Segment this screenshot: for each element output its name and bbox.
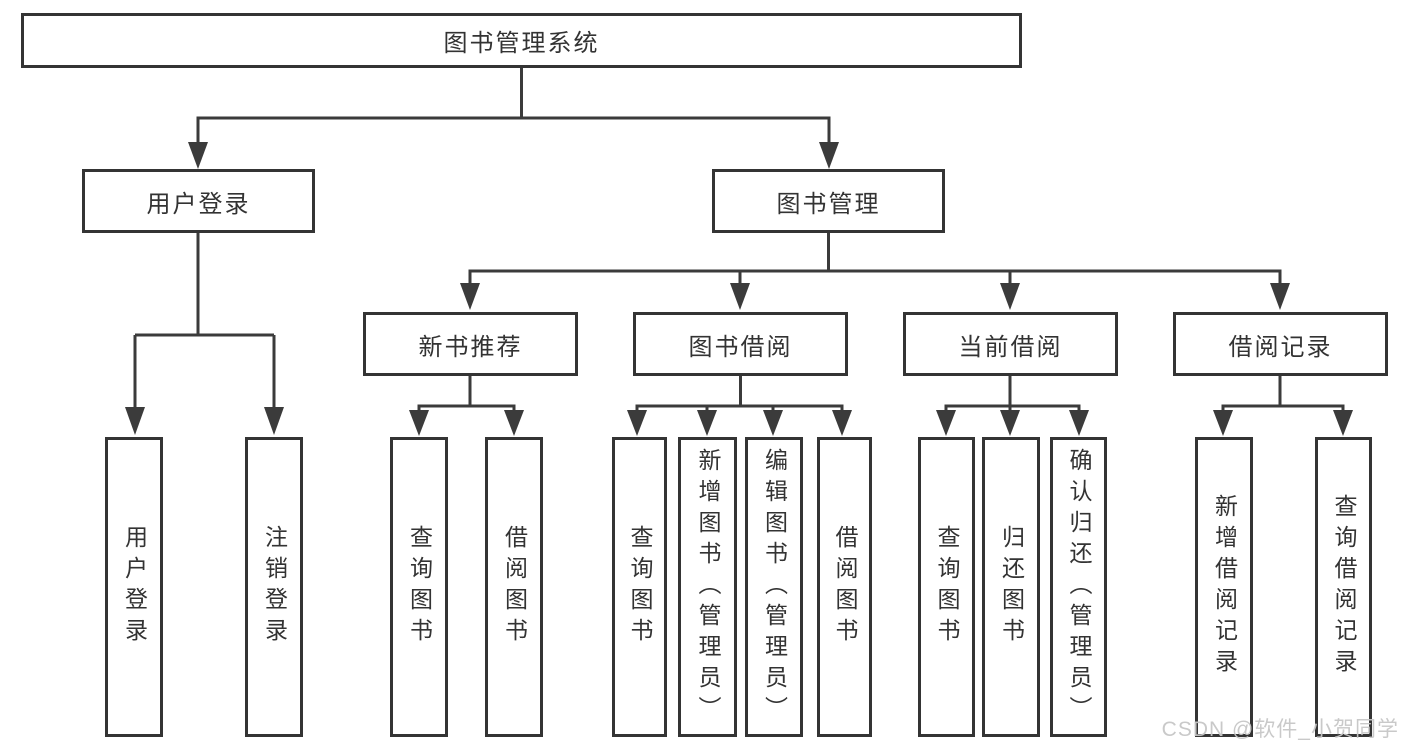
leaf-confirm-return-admin: 确认归还（管理员） (1050, 437, 1107, 737)
leaf-query-books-current: 查询图书 (918, 437, 975, 737)
leaf-query-borrow-record: 查询借阅记录 (1315, 437, 1372, 737)
arrow-down-icon (1333, 410, 1353, 436)
arrow-down-icon (730, 283, 750, 310)
node-user-login: 用户登录 (82, 169, 315, 233)
leaf-logout: 注销登录 (245, 437, 303, 737)
arrow-down-icon (460, 283, 480, 310)
node-book-borrow: 图书借阅 (633, 312, 848, 376)
leaf-borrow-books: 借阅图书 (817, 437, 872, 737)
arrow-down-icon (1000, 283, 1020, 310)
arrow-down-icon (697, 410, 717, 436)
leaf-add-borrow-record: 新增借阅记录 (1195, 437, 1253, 737)
arrow-down-icon (1213, 410, 1233, 436)
node-book-management: 图书管理 (712, 169, 945, 233)
arrow-down-icon (832, 410, 852, 436)
arrow-down-icon (125, 407, 145, 435)
arrow-down-icon (819, 142, 839, 169)
leaf-borrow-books-recommend: 借阅图书 (485, 437, 543, 737)
arrow-down-icon (264, 407, 284, 435)
arrow-down-icon (1270, 283, 1290, 310)
arrow-down-icon (627, 410, 647, 436)
leaf-return-books: 归还图书 (982, 437, 1040, 737)
watermark: CSDN @软件_小贺同学 (1161, 718, 1399, 741)
arrow-down-icon (1069, 410, 1089, 436)
leaf-user-login: 用户登录 (105, 437, 163, 737)
arrow-down-icon (1000, 410, 1020, 436)
node-new-book-recommend: 新书推荐 (363, 312, 578, 376)
node-current-borrow: 当前借阅 (903, 312, 1118, 376)
tree-edges (133, 68, 1345, 413)
arrow-down-icon (188, 142, 208, 169)
node-library-management-system: 图书管理系统 (21, 13, 1022, 68)
arrow-down-icon (409, 410, 429, 436)
leaf-edit-books-admin: 编辑图书（管理员） (745, 437, 803, 737)
leaf-query-books-borrow: 查询图书 (612, 437, 667, 737)
arrow-down-icon (763, 410, 783, 436)
leaf-query-books-recommend: 查询图书 (390, 437, 448, 737)
arrow-down-icon (936, 410, 956, 436)
arrowheads (125, 142, 1353, 436)
leaf-add-books-admin: 新增图书（管理员） (678, 437, 737, 737)
arrow-down-icon (504, 410, 524, 436)
node-borrow-records: 借阅记录 (1173, 312, 1388, 376)
